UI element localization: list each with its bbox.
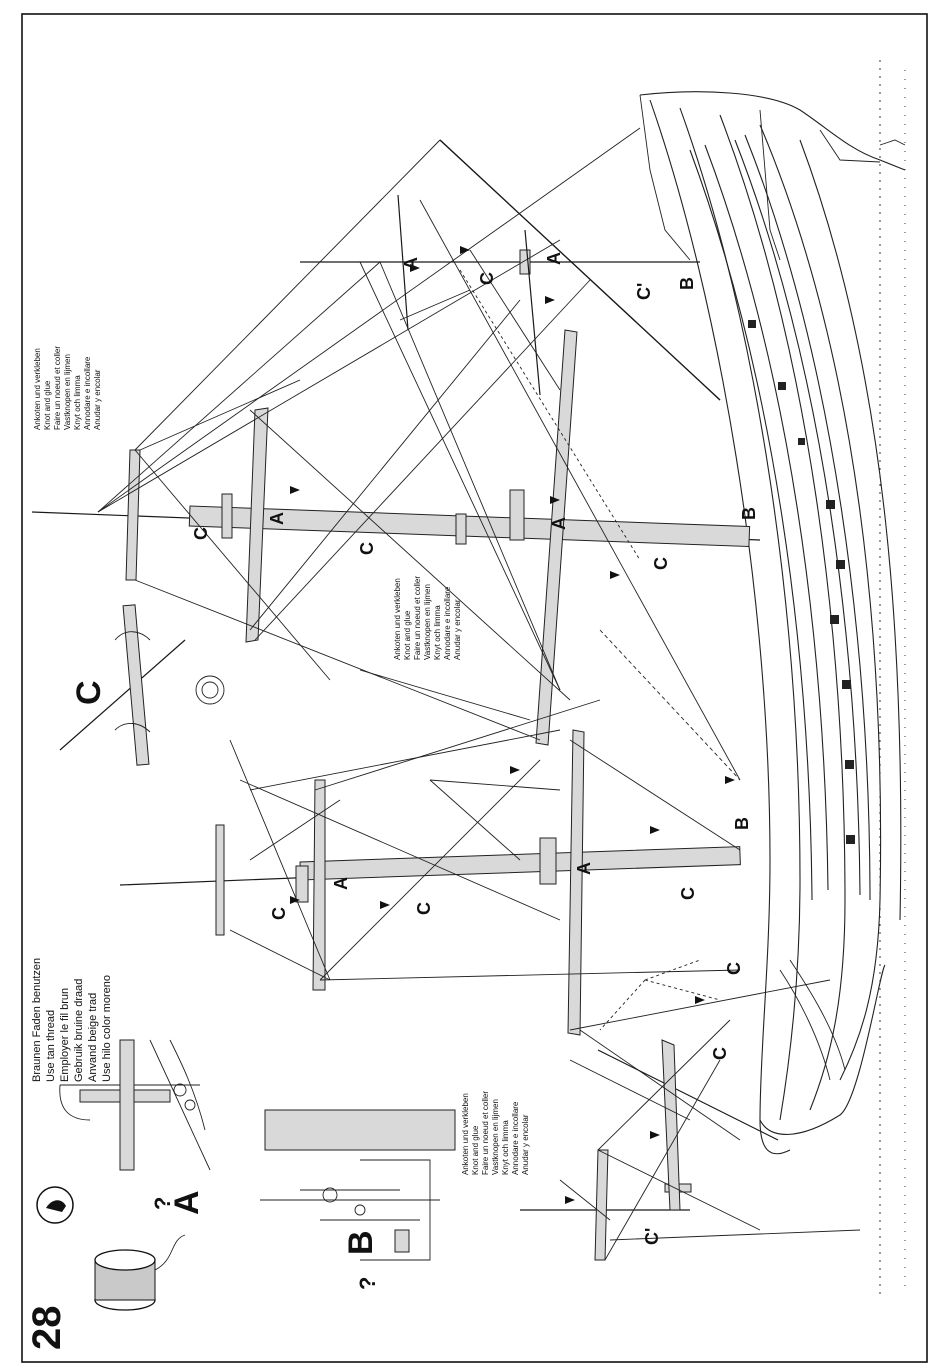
thread-note-line: Anvand beige trad xyxy=(87,993,99,1082)
knot-glue-line: Anudar y encolar xyxy=(93,369,102,430)
knot-glue-line: Vastknopen en lijmen xyxy=(491,1099,500,1175)
thread-note-line: Gebruik bruine draad xyxy=(73,979,85,1082)
callout-a: A xyxy=(574,862,594,875)
fore-mast xyxy=(119,729,741,1036)
knot-glue-line: Faire un noeud et coller xyxy=(481,1091,490,1175)
thread-note-line: Use tan thread xyxy=(45,1010,57,1082)
knot-glue-line: Knot and glue xyxy=(403,610,412,660)
callout-c: C xyxy=(414,902,434,915)
detail-b-question-icon: ? xyxy=(355,1277,380,1290)
callout-b: B xyxy=(732,817,752,830)
knot-glue-note-middle: Ankoten und verkleben Knot and glue Fair… xyxy=(393,576,462,660)
detail-c-label: C xyxy=(70,680,108,705)
knot-glue-line: Anudar y encolar xyxy=(453,599,462,660)
knot-glue-line: Knyt och limma xyxy=(73,375,82,430)
callout-letters: A C A C' B C A C A B C C A C B A C C C C… xyxy=(191,252,759,1245)
knot-glue-note-top: Ankoten und verkleben Knot and glue Fair… xyxy=(33,346,102,430)
callout-b: B xyxy=(677,277,697,290)
callout-a: A xyxy=(549,517,569,530)
knot-glue-line: Knyt och limma xyxy=(501,1120,510,1175)
knot-glue-line: Faire un noeud et coller xyxy=(413,576,422,660)
thread-note-line: Use hilo color moreno xyxy=(101,975,113,1082)
arrows xyxy=(290,246,735,1204)
knot-glue-line: Vastknopen en lijmen xyxy=(63,354,72,430)
gunports xyxy=(748,320,855,844)
knot-glue-line: Annodare e incollare xyxy=(511,1101,520,1175)
main-mast xyxy=(31,329,761,746)
knot-glue-line: Annodare e incollare xyxy=(83,356,92,430)
knot-glue-line: Ankoten und verkleben xyxy=(33,348,42,430)
callout-a: A xyxy=(331,877,351,890)
callout-c: C xyxy=(651,557,671,570)
callout-c: C xyxy=(710,1047,730,1060)
callout-c: C xyxy=(191,527,211,540)
detail-a-illustration xyxy=(59,1039,211,1171)
thread-note-line: Braunen Faden benutzen xyxy=(31,958,43,1082)
knot-glue-line: Knyt och limma xyxy=(433,605,442,660)
detail-b-illustration xyxy=(260,1109,456,1261)
rigging-lines xyxy=(97,127,861,1261)
knot-glue-line: Faire un noeud et coller xyxy=(53,346,62,430)
detail-a-label: A xyxy=(168,1190,206,1215)
detail-b-label: B xyxy=(342,1230,380,1255)
callout-a: A xyxy=(267,512,287,525)
bowsprit xyxy=(520,1039,779,1261)
knot-glue-line: Annodare e incollare xyxy=(443,586,452,660)
callout-c-prime: C' xyxy=(642,1228,662,1245)
callout-c: C xyxy=(357,542,377,555)
mizzen-mast xyxy=(300,139,721,401)
glue-tube-icon xyxy=(36,1186,74,1224)
knot-glue-line: Vastknopen en lijmen xyxy=(423,584,432,660)
callout-c-prime: C' xyxy=(634,283,654,300)
callout-c: C xyxy=(724,962,744,975)
knot-glue-note-bottom: Ankoten und verkleben Knot and glue Fair… xyxy=(461,1091,530,1175)
callout-a: A xyxy=(544,252,564,265)
callout-c: C xyxy=(678,887,698,900)
callout-a: A xyxy=(401,257,421,270)
callout-b: B xyxy=(739,507,759,520)
knot-glue-line: Anudar y encolar xyxy=(521,1114,530,1175)
thread-note: Braunen Faden benutzen Use tan thread Em… xyxy=(31,958,113,1082)
step-number: 28 xyxy=(25,1306,69,1351)
page-frame xyxy=(21,13,928,1363)
detail-c-illustration xyxy=(59,604,225,766)
thread-spool-icon xyxy=(94,1234,186,1311)
knot-glue-line: Knot and glue xyxy=(43,380,52,430)
ship-hull xyxy=(639,60,906,1300)
knot-glue-line: Ankoten und verkleben xyxy=(393,578,402,660)
thread-note-line: Employer le fil brun xyxy=(59,988,71,1082)
detail-a-question-icon: ? xyxy=(150,1197,175,1210)
knot-glue-line: Ankoten und verkleben xyxy=(461,1093,470,1175)
callout-c: C xyxy=(477,272,497,285)
callout-c: C xyxy=(269,907,289,920)
knot-glue-line: Knot and glue xyxy=(471,1125,480,1175)
